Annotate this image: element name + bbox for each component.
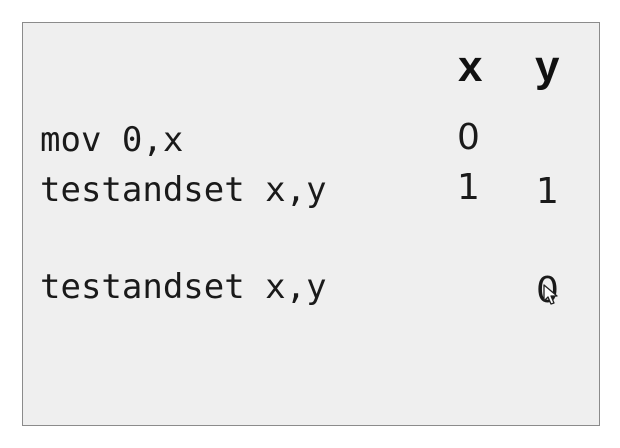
row-1-x-value: 0: [457, 117, 480, 158]
mouse-pointer-icon: [543, 284, 558, 305]
instruction-testandset-2: testandset x,y: [40, 267, 327, 307]
instruction-testandset-1: testandset x,y: [40, 170, 327, 210]
instruction-mov: mov 0,x: [40, 120, 184, 160]
slide-panel: x y mov 0,x 0 testandset x,y 1 1 testand…: [22, 22, 600, 426]
column-header-y: y: [535, 42, 560, 91]
column-header-x: x: [458, 42, 483, 91]
row-2-y-value: 1: [536, 171, 559, 212]
row-2-x-value: 1: [457, 167, 480, 208]
